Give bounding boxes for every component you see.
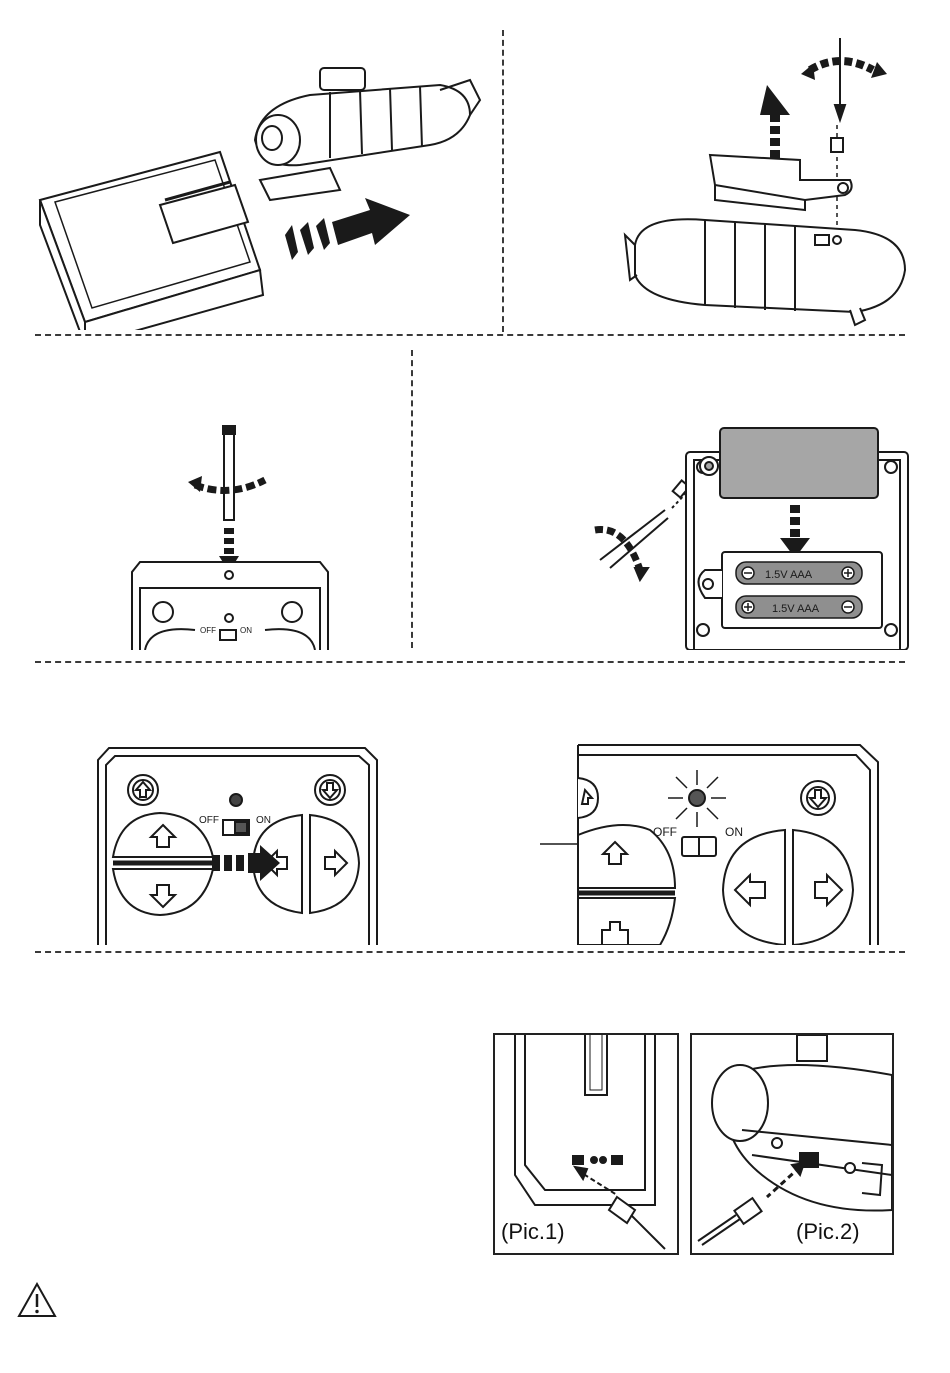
power-led-lit — [668, 770, 726, 827]
switch-on-label: ON — [725, 825, 743, 839]
screwdriver-icon — [801, 38, 887, 245]
arrow-up-icon — [578, 778, 598, 818]
pic2-label: (Pic.2) — [796, 1219, 860, 1245]
battery-bottom-label: 1.5V AAA — [772, 603, 820, 615]
power-switch — [682, 837, 716, 856]
charging-pic-2: (Pic.2) — [690, 1033, 894, 1255]
submarine-upside — [625, 219, 905, 325]
step-install-antenna: OFF ON — [120, 420, 340, 650]
arrow-down-icon — [801, 781, 835, 815]
step-led-on: OFF ON — [540, 740, 880, 945]
separator-row-3 — [35, 951, 905, 953]
charger-box — [40, 152, 263, 330]
battery-cover — [700, 428, 878, 498]
step-insert-batteries: 1.5V AAA 1.5V AAA — [580, 420, 910, 650]
warning-icon — [17, 1282, 57, 1318]
submarine-rear — [712, 1035, 892, 1211]
button-down — [578, 898, 675, 945]
step-switch-on: OFF ON — [95, 745, 380, 945]
arrow-down-icon — [315, 775, 345, 805]
switch-off-label: OFF — [199, 815, 219, 826]
arrow-up-icon — [760, 85, 790, 158]
submarine — [255, 68, 480, 200]
charging-pic-1: (Pic.1) — [493, 1033, 679, 1255]
separator-row-2 — [35, 661, 905, 663]
remote-top — [132, 562, 328, 650]
antenna-on-label: ON — [240, 626, 252, 635]
arrow-right-icon — [285, 198, 410, 260]
power-switch — [223, 820, 249, 835]
pic1-label: (Pic.1) — [501, 1219, 565, 1245]
power-led — [230, 794, 242, 806]
separator-row-1 — [35, 334, 905, 336]
switch-on-label: ON — [256, 815, 271, 826]
step-dock-submarine — [30, 50, 500, 330]
antenna-icon — [223, 426, 235, 520]
step-remove-stand — [615, 30, 915, 330]
charger-side — [515, 1035, 655, 1205]
stand-part — [710, 155, 852, 210]
arrow-up-icon — [128, 775, 158, 805]
separator-col-2 — [411, 350, 413, 648]
separator-col-1 — [502, 30, 504, 332]
battery-top-label: 1.5V AAA — [765, 569, 813, 581]
antenna-off-label: OFF — [200, 626, 216, 635]
